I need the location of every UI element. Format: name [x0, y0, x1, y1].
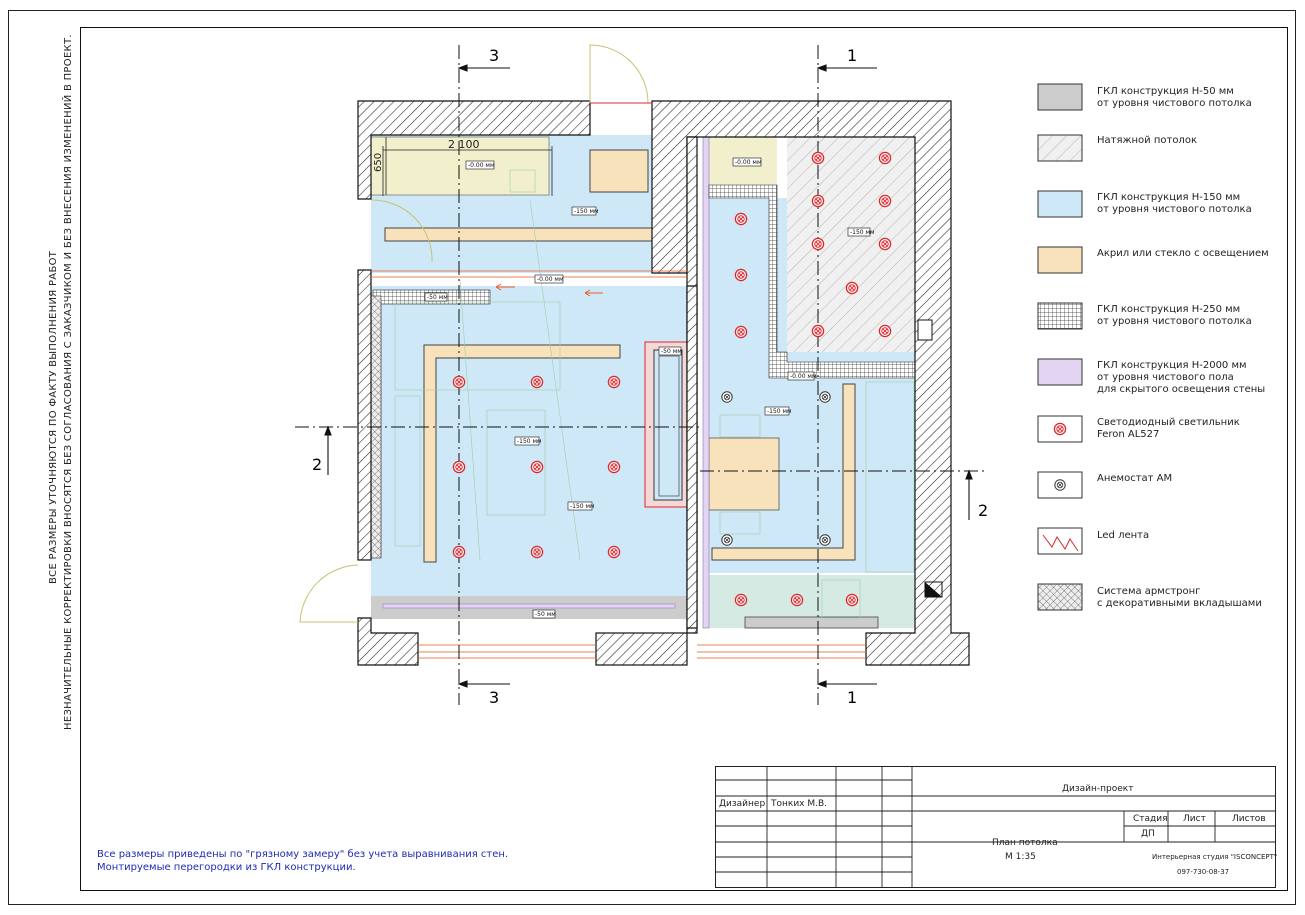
sheets-label: Листов — [1232, 814, 1266, 824]
note-line2: Монтируемые перегородки из ГКЛ конструкц… — [97, 862, 356, 873]
designer-name: Тонких М.В. — [771, 799, 828, 809]
svg-text:-0.00 мм: -0.00 мм — [468, 162, 494, 169]
legend-text-anemostat: Анемостат АМ — [1097, 473, 1173, 484]
legend-text-led-strip: Led лента — [1097, 530, 1150, 541]
legend-text-beige: Акрил или стекло с освещением — [1097, 248, 1269, 259]
light-trough-living — [423, 344, 621, 563]
stage-label: Стадия — [1133, 814, 1168, 824]
title-block-grid — [715, 766, 1276, 888]
led-niche-inner2 — [658, 355, 680, 497]
window-lines — [371, 270, 866, 659]
section-label-3-bottom: 3 — [489, 688, 499, 707]
sheet-label: Лист — [1183, 814, 1206, 824]
section-label-1-bottom: 1 — [847, 688, 857, 707]
legend-grid-swatch — [1037, 302, 1083, 330]
svg-text:-150 мм: -150 мм — [850, 229, 875, 236]
walls — [357, 100, 970, 666]
zone-yellow-wardrobe — [370, 136, 550, 196]
svg-text:-0.00 мм: -0.00 мм — [790, 373, 816, 380]
purple-strip-vertical — [702, 136, 710, 629]
studio-phone: 097-730-08-37 — [1177, 868, 1230, 876]
svg-text:-150 мм: -150 мм — [570, 503, 595, 510]
drawing-outer-frame — [8, 10, 1296, 905]
stage-value: ДП — [1141, 829, 1155, 839]
svg-text:-150 мм: -150 мм — [574, 208, 599, 215]
wall-column — [917, 319, 933, 341]
drawing-inner-frame — [80, 27, 1288, 891]
note-line1: Все размеры приведены по "грязному замер… — [97, 849, 509, 860]
legend-text-stretch: Натяжной потолок — [1097, 135, 1197, 146]
purple-strip-bottom — [382, 603, 676, 609]
height-tags: -0.00 мм -150 мм -0.00 мм -50 мм -150 мм… — [424, 157, 875, 619]
svg-text:-0.00 мм: -0.00 мм — [735, 159, 761, 166]
legend-blue-swatch — [1037, 190, 1083, 218]
legend-anemostat-icon — [1054, 479, 1066, 491]
svg-text:-50 мм: -50 мм — [427, 294, 448, 301]
air-arrows — [495, 283, 603, 297]
legend-purple-swatch — [1037, 358, 1083, 386]
dimension-height: 650 — [373, 153, 384, 172]
svg-text:-0.00 мм: -0.00 мм — [537, 276, 563, 283]
light-trough-kitchen — [711, 383, 856, 561]
sheet-title: План потолка — [992, 838, 1058, 848]
legend-armstrong-swatch — [1037, 583, 1083, 611]
section-label-2-right: 2 — [978, 501, 988, 520]
section-label-1-top: 1 — [847, 46, 857, 65]
designer-label: Дизайнер — [719, 799, 766, 809]
svg-text:-150 мм: -150 мм — [767, 408, 792, 415]
dimension-lines — [382, 137, 553, 196]
furniture-lines — [394, 169, 915, 619]
legend-led-strip-icon — [1042, 534, 1079, 552]
acrylic-panel-top — [589, 149, 649, 193]
section-label-3-top: 3 — [489, 46, 499, 65]
dimension-width: 2 100 — [448, 138, 480, 151]
svg-text:-150 мм: -150 мм — [517, 438, 542, 445]
legend-led-light-icon — [1053, 422, 1067, 436]
stretch-ceiling-zone — [787, 137, 915, 352]
acrylic-panel-kitchen — [708, 437, 780, 511]
section-markers — [324, 64, 973, 688]
legend-hatch-swatch — [1037, 134, 1083, 162]
svg-text:-50 мм: -50 мм — [661, 348, 682, 355]
led-niche-inner — [653, 349, 683, 501]
riser-icon — [925, 582, 942, 597]
gray-strip-kitchen — [744, 616, 879, 629]
legend-beige-swatch — [1037, 246, 1083, 274]
svg-text:-50 мм: -50 мм — [535, 611, 556, 618]
riser-box — [924, 581, 943, 598]
sheet-scale: М 1:35 — [1005, 852, 1036, 862]
project-name: Дизайн-проект — [1062, 784, 1134, 794]
title-block — [715, 766, 1276, 888]
studio-name: Интерьерная студия "ISCONCEPT" — [1152, 853, 1278, 861]
door-swings — [299, 44, 649, 623]
section-label-2-left: 2 — [312, 455, 322, 474]
legend-gray-swatch — [1037, 83, 1083, 111]
